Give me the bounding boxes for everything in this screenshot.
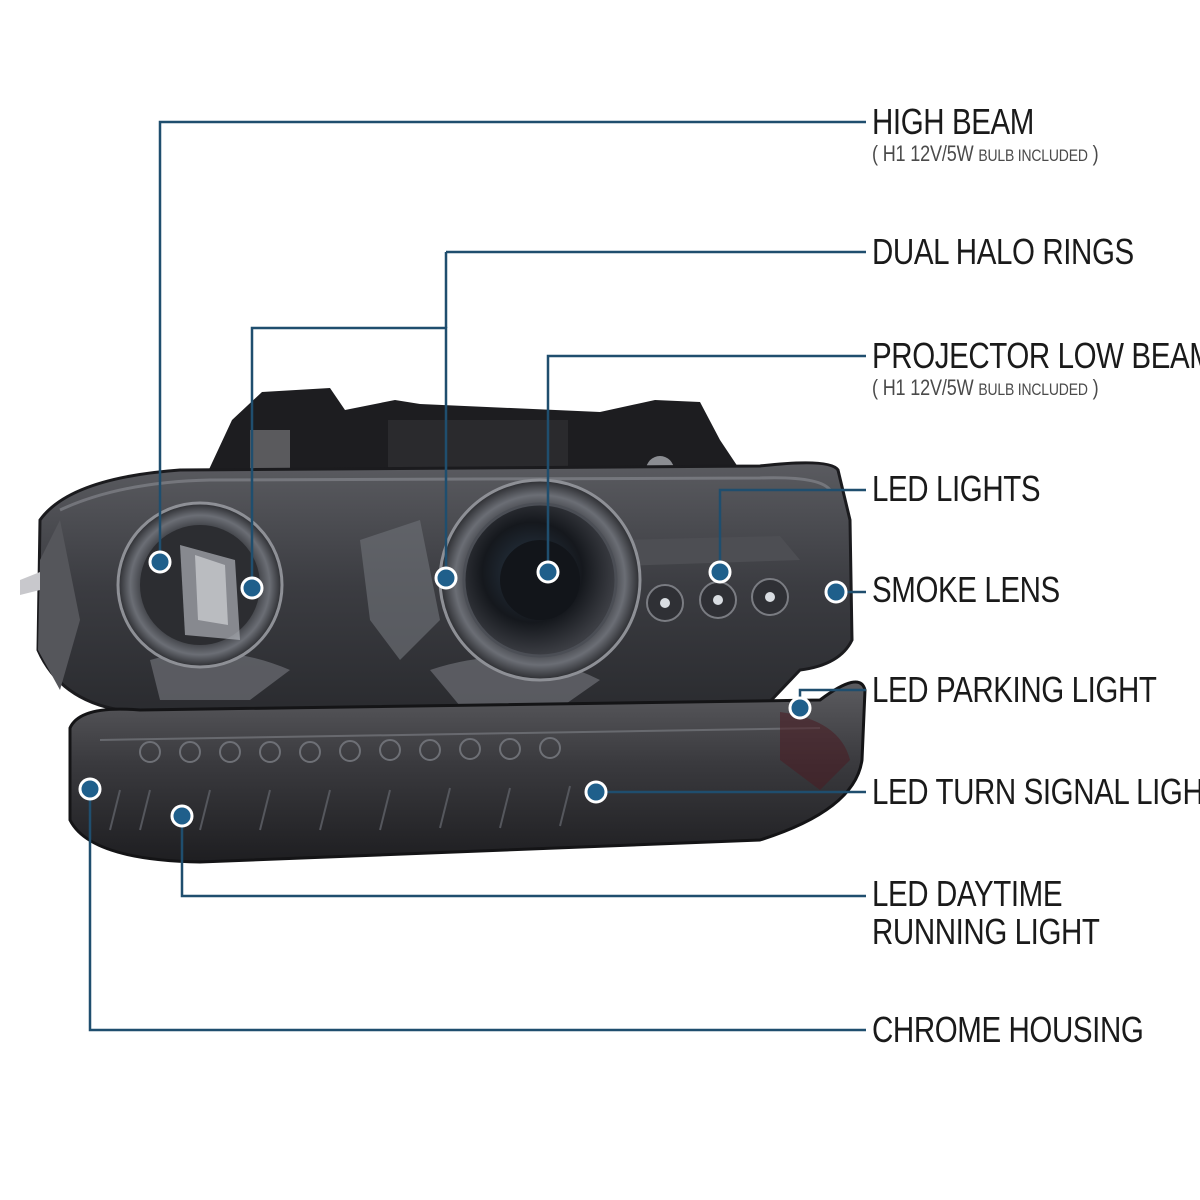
label-led-daytime-running-light: LED DAYTIME RUNNING LIGHT — [872, 875, 1100, 951]
label-projector-title: PROJECTOR LOW BEAM — [872, 335, 1200, 376]
high-beam-halo — [116, 501, 284, 669]
leader-dual-halo — [250, 326, 448, 585]
label-drl-title-line2: RUNNING LIGHT — [872, 911, 1100, 952]
label-parking-title: LED PARKING LIGHT — [872, 669, 1157, 710]
label-led-lights: LED LIGHTS — [872, 468, 1041, 509]
bumper-light — [68, 680, 867, 864]
leader-drl — [180, 816, 866, 898]
marker-halo-1 — [240, 576, 264, 600]
marker-led-lights — [708, 560, 732, 584]
note-open: ( H1 12V/5W — [872, 375, 974, 400]
label-dual-halo-rings: DUAL HALO RINGS — [872, 233, 1134, 271]
marker-smoke-lens — [824, 580, 848, 604]
marker-high-beam — [148, 550, 172, 574]
leader-chrome — [88, 789, 866, 1032]
label-dual-halo-title: DUAL HALO RINGS — [872, 231, 1134, 272]
back-housing — [205, 388, 740, 484]
note-small: BULB INCLUDED — [978, 380, 1088, 399]
marker-parking — [788, 696, 812, 720]
label-led-parking-light: LED PARKING LIGHT — [872, 669, 1157, 710]
label-drl-title-line1: LED DAYTIME — [872, 873, 1063, 914]
led-cluster — [646, 578, 789, 622]
note-open: ( H1 12V/5W — [872, 141, 974, 166]
label-led-lights-title: LED LIGHTS — [872, 468, 1041, 509]
label-chrome-housing: CHROME HOUSING — [872, 1009, 1144, 1050]
label-chrome-title: CHROME HOUSING — [872, 1009, 1144, 1050]
label-high-beam-title: HIGH BEAM — [872, 101, 1034, 142]
note-close: ) — [1092, 375, 1099, 400]
label-smoke-lens: SMOKE LENS — [872, 571, 1060, 609]
marker-turn-signal — [584, 780, 608, 804]
label-smoke-lens-title: SMOKE LENS — [872, 569, 1060, 610]
markers — [78, 550, 848, 828]
leader-high-beam — [158, 120, 866, 562]
label-projector-note: ( H1 12V/5W BULB INCLUDED ) — [872, 375, 1200, 403]
label-led-turn-signal-light: LED TURN SIGNAL LIGHT — [872, 773, 1200, 811]
note-small: BULB INCLUDED — [978, 146, 1088, 165]
marker-chrome — [78, 777, 102, 801]
label-turn-signal-title: LED TURN SIGNAL LIGHT — [872, 771, 1200, 812]
led-row — [139, 737, 561, 763]
note-close: ) — [1092, 141, 1099, 166]
leader-led-lights — [718, 488, 866, 572]
label-projector-low-beam: PROJECTOR LOW BEAM ( H1 12V/5W BULB INCL… — [872, 337, 1200, 403]
marker-projector — [536, 560, 560, 584]
marker-halo-2 — [434, 566, 458, 590]
label-high-beam-note: ( H1 12V/5W BULB INCLUDED ) — [872, 141, 1099, 169]
label-high-beam: HIGH BEAM ( H1 12V/5W BULB INCLUDED ) — [872, 101, 1099, 169]
marker-drl — [170, 804, 194, 828]
leader-projector — [546, 354, 866, 572]
